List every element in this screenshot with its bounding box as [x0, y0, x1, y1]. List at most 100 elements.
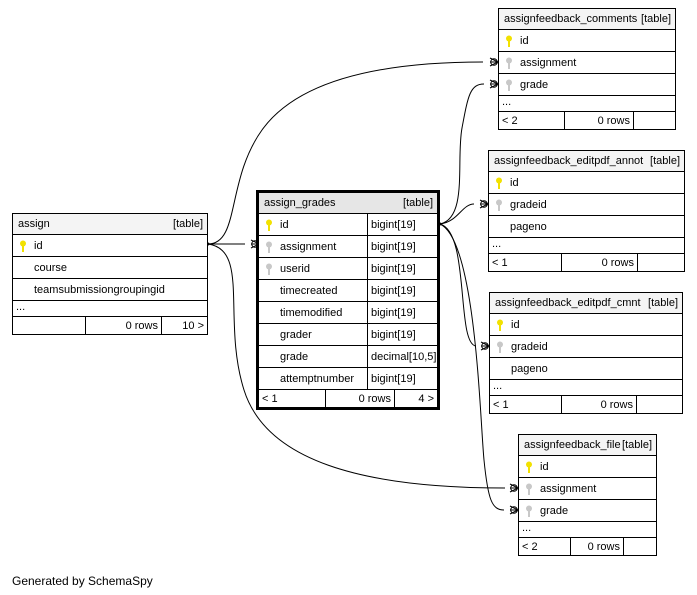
- table-type-tag: [table]: [622, 439, 652, 451]
- column-row-grader[interactable]: grader bigint[19]: [259, 324, 437, 346]
- children-count[interactable]: [623, 538, 656, 555]
- crowfoot-feedback-file-assignment: [509, 483, 519, 493]
- foreign-key-icon: [497, 341, 503, 353]
- column-row-gradeid[interactable]: gradeid: [489, 194, 684, 216]
- column-name: attemptnumber: [280, 372, 354, 385]
- children-count[interactable]: 4 >: [394, 390, 437, 407]
- children-count[interactable]: [633, 112, 675, 129]
- column-name: id: [540, 460, 549, 473]
- generated-by-credit: Generated by SchemaSpy: [12, 574, 153, 588]
- table-header[interactable]: assignfeedback_file[table]: [519, 435, 656, 456]
- parents-count[interactable]: < 1: [492, 256, 508, 269]
- column-name-cell: assignment: [499, 52, 675, 73]
- primary-key-icon: [526, 461, 532, 473]
- column-row-pageno[interactable]: pageno: [490, 358, 682, 380]
- foreign-key-icon: [506, 79, 512, 91]
- column-name-cell: gradeid: [489, 194, 684, 215]
- column-row-pageno[interactable]: pageno: [489, 216, 684, 238]
- crowfoot-feedback-comments-assignment: [489, 57, 499, 67]
- foreign-key-icon: [266, 241, 272, 253]
- parents-count[interactable]: [13, 317, 85, 334]
- column-name: id: [520, 34, 529, 47]
- column-row-assignment[interactable]: assignment: [519, 478, 656, 500]
- table-header[interactable]: assignfeedback_editpdf_annot[table]: [489, 151, 684, 172]
- column-name-cell: course: [13, 257, 207, 278]
- column-name: grade: [540, 504, 569, 517]
- column-row-assignment[interactable]: assignment: [499, 52, 675, 74]
- column-name-cell: attemptnumber: [259, 368, 367, 389]
- table-type-tag: [table]: [403, 197, 433, 209]
- foreign-key-icon: [526, 505, 532, 517]
- link-assign-to-feedback-comments: [207, 61, 484, 245]
- table-name: assign_grades: [264, 197, 336, 209]
- crowfoot-feedback-comments-grade: [489, 79, 499, 89]
- column-row-gradeid[interactable]: gradeid: [490, 336, 682, 358]
- column-type: bigint[19]: [367, 368, 437, 389]
- column-name: course: [34, 261, 68, 274]
- table-assignfeedback-editpdf-cmnt[interactable]: assignfeedback_editpdf_cmnt[table]id grad…: [489, 292, 683, 414]
- row-count: 0 rows: [564, 112, 633, 129]
- parents-count[interactable]: < 2: [522, 540, 538, 553]
- parents-count[interactable]: < 2: [502, 114, 518, 127]
- column-row-course[interactable]: course: [13, 257, 207, 279]
- column-type: bigint[19]: [367, 258, 437, 279]
- table-name: assign: [18, 218, 50, 230]
- table-assignfeedback-comments[interactable]: assignfeedback_comments[table]id assignme…: [498, 8, 676, 130]
- column-row-grade[interactable]: grade: [499, 74, 675, 96]
- more-columns-indicator: ...: [499, 96, 675, 112]
- parents-count[interactable]: < 1: [262, 392, 278, 405]
- column-name: grader: [280, 328, 312, 341]
- column-name: userid: [280, 262, 310, 275]
- parents-count[interactable]: < 1: [493, 398, 509, 411]
- column-name-cell: id: [489, 172, 684, 193]
- crowfoot-editpdf-cmnt-gradeid: [480, 341, 490, 351]
- column-name-cell: pageno: [489, 216, 684, 237]
- table-header[interactable]: assign[table]: [13, 214, 207, 235]
- column-name-cell: gradeid: [490, 336, 682, 357]
- column-name: id: [511, 318, 520, 331]
- column-name: assignment: [280, 240, 337, 253]
- table-header[interactable]: assignfeedback_editpdf_cmnt[table]: [490, 293, 682, 314]
- crowfoot-editpdf-annot-gradeid: [479, 199, 489, 209]
- column-type: decimal[10,5]: [367, 346, 437, 367]
- row-count: 0 rows: [570, 538, 623, 555]
- row-count: 0 rows: [325, 390, 394, 407]
- column-row-teamsubmissiongroupingid[interactable]: teamsubmissiongroupingid: [13, 279, 207, 301]
- table-header[interactable]: assign_grades [table]: [259, 193, 437, 214]
- column-name-cell: pageno: [490, 358, 682, 379]
- column-row-id[interactable]: id: [13, 235, 207, 257]
- column-type: bigint[19]: [367, 324, 437, 345]
- column-row-attemptnumber[interactable]: attemptnumber bigint[19]: [259, 368, 437, 390]
- link-grades-to-editpdf-annot: [439, 203, 475, 225]
- table-name: assignfeedback_editpdf_cmnt: [495, 297, 641, 309]
- children-count[interactable]: [636, 396, 682, 413]
- primary-key-icon: [266, 219, 272, 231]
- column-name: gradeid: [511, 340, 548, 353]
- column-row-id[interactable]: id: [499, 30, 675, 52]
- column-name: pageno: [510, 220, 547, 233]
- table-assign[interactable]: assign[table] id course teamsubmissiongroup…: [12, 213, 208, 335]
- column-name: id: [34, 239, 43, 252]
- column-row-userid[interactable]: userid bigint[19]: [259, 258, 437, 280]
- table-assignfeedback-file[interactable]: assignfeedback_file[table]id assignment gr…: [518, 434, 657, 556]
- children-count[interactable]: 10 >: [161, 317, 207, 334]
- table-header[interactable]: assignfeedback_comments[table]: [499, 9, 675, 30]
- column-row-grade[interactable]: grade: [519, 500, 656, 522]
- children-count[interactable]: [637, 254, 684, 271]
- column-type: bigint[19]: [367, 280, 437, 301]
- column-row-id[interactable]: id: [490, 314, 682, 336]
- column-row-id[interactable]: id: [489, 172, 684, 194]
- column-row-id[interactable]: id: [519, 456, 656, 478]
- column-name-cell: id: [490, 314, 682, 335]
